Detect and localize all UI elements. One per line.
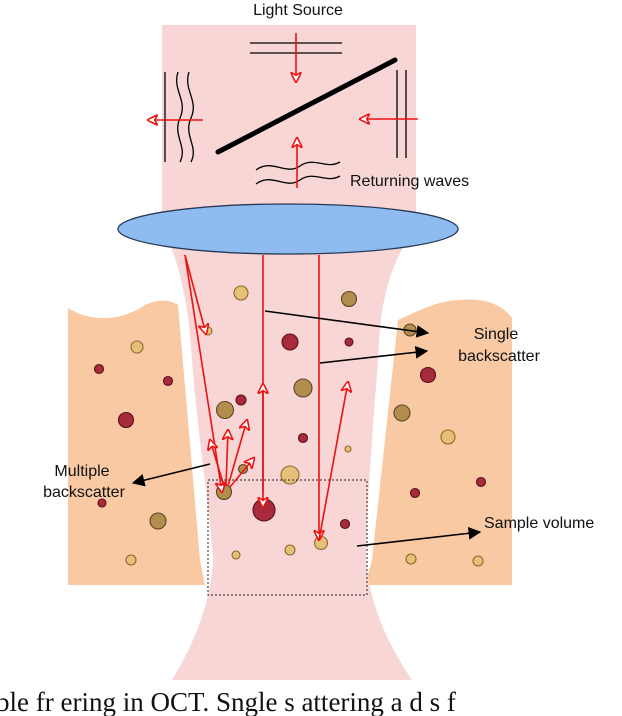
wavefront-left-distorted xyxy=(164,71,194,163)
particle xyxy=(475,476,487,488)
multiple-backscatter-label-line1: Multiple xyxy=(54,463,109,480)
wavefront-right xyxy=(396,70,407,158)
particle xyxy=(409,487,421,499)
particle xyxy=(231,550,241,560)
particle xyxy=(280,465,300,485)
particle xyxy=(344,337,354,347)
tissue-right xyxy=(365,299,512,585)
beam-splitter xyxy=(215,57,398,155)
particle xyxy=(419,366,437,384)
particle xyxy=(405,553,417,565)
wavefront-bottom-distorted xyxy=(255,161,341,185)
particle xyxy=(215,483,233,501)
sample-volume-label: Sample volume xyxy=(484,515,594,532)
particle xyxy=(93,363,105,375)
sample-volume-box xyxy=(207,479,368,596)
particle xyxy=(393,404,411,422)
lens xyxy=(117,203,459,255)
particle xyxy=(344,445,352,453)
particles xyxy=(93,285,487,567)
particle xyxy=(472,555,484,567)
single-backscatter-label-line1: Single xyxy=(474,326,519,343)
particle xyxy=(97,498,107,508)
optics-arrows xyxy=(148,33,418,188)
returning-waves-label: Returning waves xyxy=(350,173,469,190)
particle xyxy=(297,432,309,444)
scatter-rays xyxy=(184,254,348,540)
particle xyxy=(117,411,135,429)
light-source-label: Light Source xyxy=(253,2,343,19)
particle xyxy=(293,378,313,398)
particle xyxy=(235,394,247,406)
single-backscatter-label-line2: backscatter xyxy=(458,348,540,365)
particle xyxy=(281,333,299,351)
particle xyxy=(162,375,174,387)
particle xyxy=(233,285,249,301)
particle xyxy=(130,340,144,354)
particle xyxy=(125,554,137,566)
particle xyxy=(313,535,329,551)
annotation-arrows xyxy=(131,310,482,547)
figure-caption: ble fr ering in OCT. Sngle s attering a … xyxy=(0,687,456,716)
particle xyxy=(252,498,276,522)
light-beam xyxy=(162,25,416,680)
particle xyxy=(215,400,235,420)
particle xyxy=(149,512,167,530)
particle xyxy=(339,518,351,530)
particle xyxy=(440,429,456,445)
particle xyxy=(284,544,296,556)
particle xyxy=(340,290,358,308)
multiple-backscatter-label-line2: backscatter xyxy=(43,484,125,501)
